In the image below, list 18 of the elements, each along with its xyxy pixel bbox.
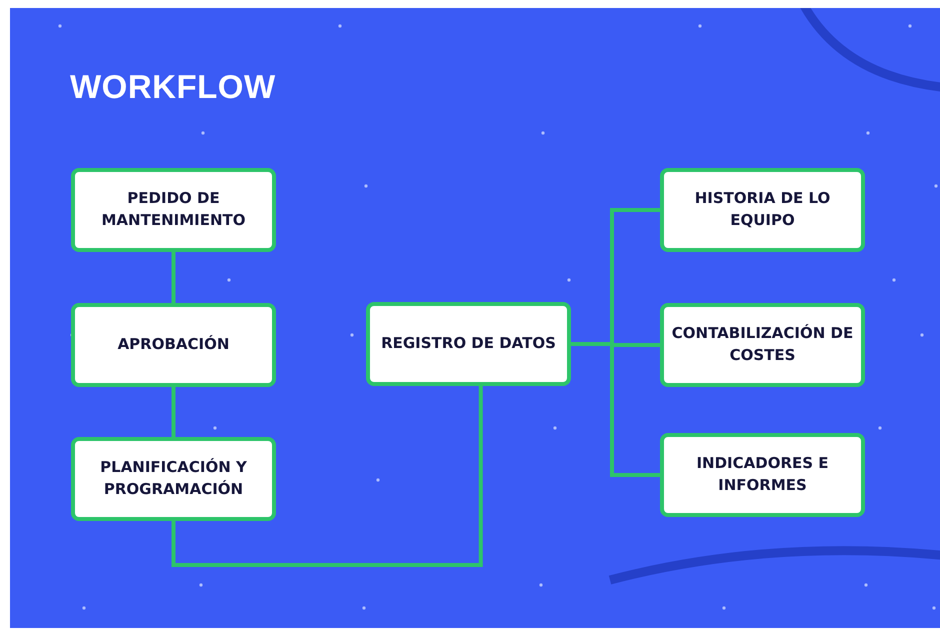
- process-box: [660, 433, 865, 517]
- node-text: CONTABILIZACIÓN DE COSTES: [670, 323, 854, 366]
- process-box: [366, 302, 571, 386]
- process-box: [660, 168, 865, 252]
- process-box: [71, 437, 276, 521]
- node-text: REGISTRO DE DATOS: [380, 333, 557, 354]
- node-text: APROBACIÓN: [116, 334, 230, 356]
- node-text: HISTORIA DE LO EQUIPO: [694, 188, 832, 231]
- process-box: [71, 303, 276, 387]
- connector-line: [172, 387, 176, 437]
- node-text: PEDIDO DE MANTENIMIENTO: [100, 188, 246, 231]
- node-text: INDICADORES E INFORMES: [695, 453, 830, 496]
- process-box: [71, 168, 276, 252]
- diagram-title: WORKFLOW: [70, 68, 276, 106]
- connector-line: [172, 252, 176, 303]
- process-box: [660, 303, 865, 387]
- connector-line: [172, 386, 483, 567]
- node-text: PLANIFICACIÓN Y PROGRAMACIÓN: [99, 457, 248, 500]
